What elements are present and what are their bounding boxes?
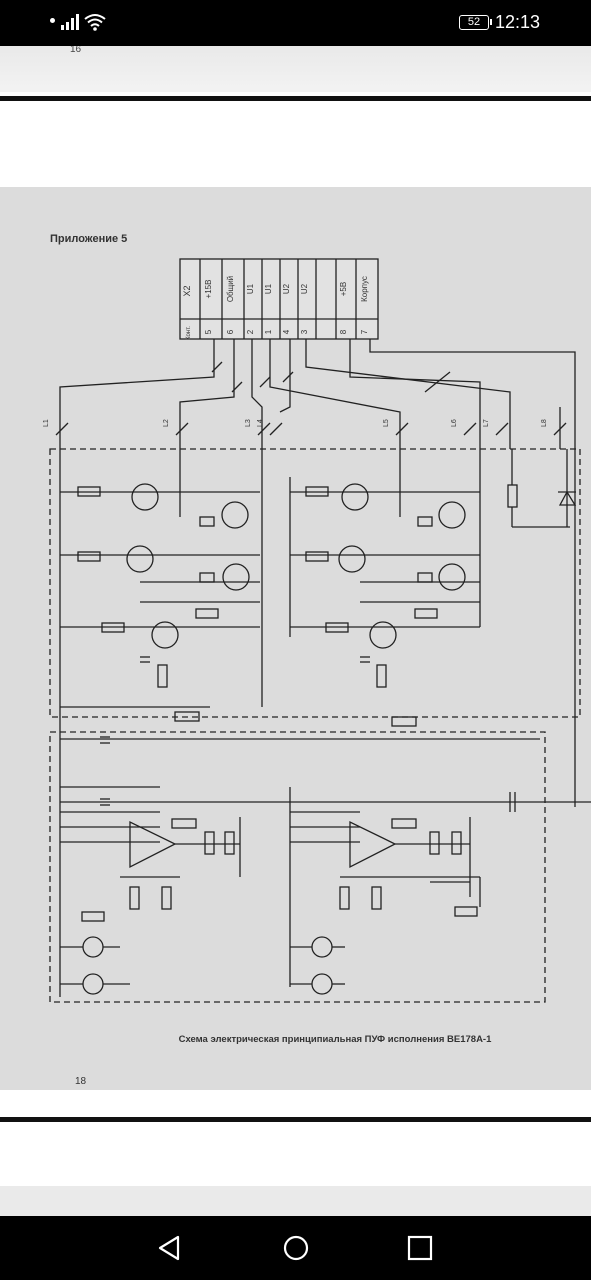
connector-pin-number: 8 [339,329,348,334]
connector-signal-label: U1 [264,283,273,294]
wire-label: L4 [257,419,264,427]
connector-signal-label: U2 [282,283,291,294]
connector-pin-number: 2 [246,329,255,334]
connector-pin-number: 3 [300,329,309,334]
wire-break-mark [257,422,271,436]
opamp-left [60,817,241,995]
page-divider [0,96,591,101]
wire-break-mark [55,422,69,436]
wire-break-mark [495,422,509,436]
wire-break-mark [175,422,189,436]
home-icon[interactable] [280,1232,312,1264]
wifi-icon [84,14,106,31]
connector-signal-label: U2 [300,283,309,294]
board-a2-outline [49,448,581,718]
board-a1-outline [49,731,546,1003]
navigation-bar [0,1216,591,1280]
wire-label: L3 [245,419,252,427]
transistor-block-left [59,449,263,997]
page-heading: Приложение 5 [50,233,127,245]
page-divider-bottom [0,1117,591,1122]
connector-signal-label: +5В [339,282,348,296]
connector-pin-number: 7 [360,329,369,334]
notification-dot-icon [50,18,55,23]
connector-name: X2 [182,285,192,296]
wire-labels: L1 L2 L3 L4 L5 L6 L7 L8 [43,419,567,436]
connector-signal-label: Корпус [360,276,369,302]
wire-break-mark [463,422,477,436]
wire-label: L6 [451,419,458,427]
wire-label: L7 [483,419,490,427]
connector-pin-number: 4 [282,329,291,334]
document-page[interactable]: Приложение 5 X2 Конт. +15В 5 Общий 6 U1 2 U1 1 U… [0,187,591,1090]
wire-label: L5 [383,419,390,427]
connector-signal-label: +15В [204,280,213,299]
next-page-fragment [0,1186,591,1216]
recent-apps-icon[interactable] [404,1232,436,1264]
connector-signal-label: Общий [226,276,235,302]
schematic-caption: Схема электрическая принципиальная ПУФ и… [179,1034,493,1045]
connector-pin-number: 1 [264,329,273,334]
back-icon[interactable] [154,1232,186,1264]
status-bar: 52 12:13 [0,0,591,46]
wire-break-mark [553,422,567,436]
bus-wires [59,339,576,807]
page-number: 18 [75,1076,87,1087]
connector-pin-number: 6 [226,329,235,334]
previous-page-fragment: 16 [0,46,591,92]
clock: 12:13 [495,12,541,32]
connector-header: Конт. [186,326,192,340]
connector-x2-table: X2 Конт. +15В 5 Общий 6 U1 2 U1 1 U2 4 U2 3 +5В 8 Корп… [179,258,379,340]
wire-break-mark [395,422,409,436]
battery-icon: 52 [459,15,492,30]
opamp-right [289,787,481,995]
connector-signal-label: U1 [246,283,255,294]
schematic-drawing: Приложение 5 X2 Конт. +15В 5 Общий 6 U1 2 U1 1 U… [43,233,591,1087]
wire-label: L8 [541,419,548,427]
connector-pin-number: 5 [204,329,213,334]
wire-break-mark [269,422,283,436]
lower-rails [60,736,591,843]
transistor-block-right [289,449,577,727]
wire-label: L1 [43,419,50,427]
previous-page-number: 16 [70,46,82,55]
signal-icon [61,14,79,30]
wire-label: L2 [163,419,170,427]
